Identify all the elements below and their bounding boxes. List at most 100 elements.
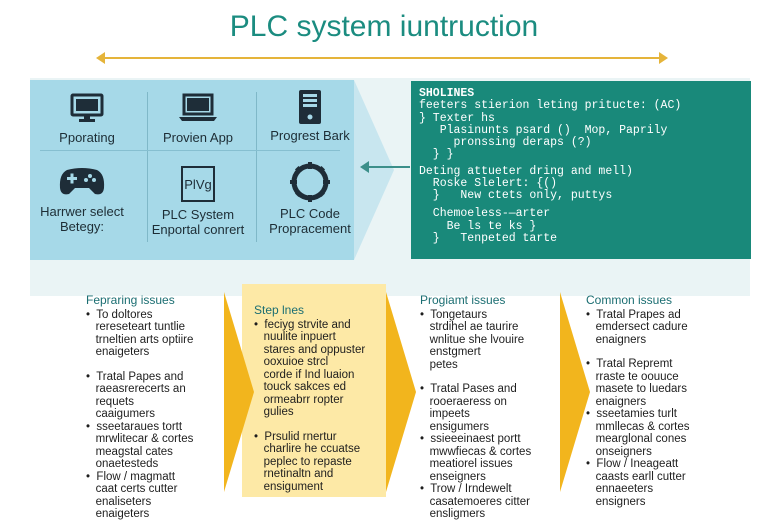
list-item: rraste te oouuce — [586, 370, 679, 383]
list-item: enaigners — [586, 395, 647, 408]
code-line: Be ls te ks } — [419, 220, 537, 233]
column-progiamt-issues: Progiamt issues • Tongetaurs strdihel ae… — [420, 294, 560, 521]
list-item: mwwfiecas & cortes — [420, 445, 532, 458]
span-arrow-line — [100, 57, 664, 59]
tile-divider — [256, 92, 257, 242]
tile-pporating: Pporating — [35, 92, 139, 145]
list-item: • Tratal Repremt — [586, 358, 673, 370]
list-item: • sseetaraues tortt — [86, 420, 183, 433]
list-item: • feciyg strvite and — [254, 318, 351, 331]
list-item: • To doltores — [86, 308, 153, 321]
monitor-icon — [70, 93, 104, 122]
list-item: caaigumers — [86, 408, 156, 420]
list-item: caat certs cutter — [86, 483, 178, 495]
code-line: } } — [419, 148, 454, 161]
code-line: Deting attueter dring and mell) — [419, 165, 633, 178]
column-common-issues: Common issues • Tratal Prapes ad emderse… — [586, 294, 746, 508]
list-item: rooeraeress on — [420, 395, 507, 408]
list-item: impeets — [420, 408, 470, 420]
list-item: • Flow / magmatt — [86, 470, 176, 483]
code-line: } Tenpeted tarte — [419, 232, 558, 245]
list-item: rereseteart tuntlie — [86, 321, 186, 333]
list-item: ormeabrr ropter — [254, 393, 344, 406]
list-item: onseigners — [586, 445, 652, 458]
list-item: • Prsulid rnertur — [254, 430, 337, 443]
column-fepraring-issues: Fepraring issues • To doltores reresetea… — [86, 294, 226, 521]
list-item: caasts earll cutter — [586, 470, 686, 483]
list-item: peplec to repaste — [254, 455, 352, 468]
list-item: gulies — [254, 406, 294, 418]
list-item: enaigners — [586, 333, 647, 346]
code-line: SHOLINES — [419, 87, 475, 100]
list-item: • Tratal Papes and — [86, 370, 184, 383]
list-item: meatiorel issues — [420, 458, 513, 470]
list-item: • Trow / Irndewelt — [420, 483, 512, 495]
span-arrow-right-head — [659, 52, 668, 64]
list-item: stares and oppuster — [254, 343, 366, 356]
list-item: trneltien arts optiire — [86, 333, 194, 346]
list-item: mearglonal cones — [586, 433, 687, 445]
tile-provien-app: Provien App — [146, 92, 250, 145]
tile-label: Pporating — [59, 130, 115, 145]
tile-label: Progrest Bark — [270, 128, 350, 143]
column-heading: Progiamt issues — [420, 293, 506, 307]
chevron-arrow — [560, 292, 590, 492]
chevron-arrow — [224, 292, 254, 492]
column-heading: Step lnes — [254, 303, 305, 317]
list-item: enstgmert — [420, 346, 481, 358]
plc-module-icon: PlVg — [181, 166, 215, 202]
column-heading: Common issues — [586, 293, 673, 307]
list-item: masete to luedars — [586, 383, 687, 395]
diagram-title: PLC system iuntruction — [229, 10, 539, 43]
span-arrow-left-head — [96, 52, 105, 64]
list-item: raeasrerecerts an — [86, 383, 186, 395]
list-item: ennaeeters — [586, 483, 654, 495]
column-heading: Fepraring issues — [86, 293, 175, 307]
list-item: strdihel ae taurire — [420, 321, 519, 333]
list-item: mrwlitecar & cortes — [86, 433, 194, 445]
code-line: Chemoeless-—arter — [419, 207, 551, 220]
list-item: touck sakces ed — [254, 381, 347, 393]
list-item: • Tratal Prapes ad — [586, 308, 681, 321]
list-item: casatemoeres citter — [420, 495, 530, 508]
code-line: pronssing deraps (?) — [419, 136, 592, 149]
list-item: meagstal cates — [86, 445, 173, 458]
list-item: • ssieeeinaest portt — [420, 433, 521, 445]
step-lines-box — [242, 284, 386, 497]
code-line: feeters stierion leting pritucte: (AC) — [419, 99, 682, 112]
list-item: enseigners — [420, 470, 486, 483]
code-line: } New ctets only, puttys — [419, 189, 613, 202]
list-item: ensigumers — [420, 420, 490, 433]
list-item: • Tongetaurs — [420, 308, 488, 321]
list-item: enaigeters — [86, 346, 150, 358]
chevron-arrow — [386, 292, 416, 492]
code-line: } Texter hs — [419, 112, 495, 125]
code-panel: SHOLINES feeters stierion leting prituct… — [411, 81, 751, 259]
list-item: mmllecas & cortes — [586, 420, 690, 433]
code-line: Plasinunts psard () Mop, Paprily — [419, 124, 668, 137]
list-item: rnetinaltn and — [254, 468, 334, 480]
code-connector-head — [360, 161, 369, 173]
list-item: ooxuioe strcl — [254, 356, 329, 368]
laptop-icon — [179, 93, 217, 121]
list-item: ensigument — [254, 480, 324, 493]
list-item: • sseetamies turlt — [586, 408, 677, 420]
gear-ring-icon — [290, 162, 330, 202]
list-item: corde if Ind luaion — [254, 368, 355, 381]
tile-progrest-bark: Progrest Bark — [258, 88, 362, 143]
server-tower-icon — [299, 90, 321, 124]
list-item: enaliseters — [86, 495, 152, 508]
list-item: • Tratal Pases and — [420, 383, 517, 395]
plc-module-label: PlVg — [184, 177, 211, 192]
list-item: petes — [420, 358, 458, 371]
list-item: ensligmers — [420, 508, 486, 520]
tile-divider — [40, 150, 340, 151]
tile-label: Provien App — [162, 130, 234, 145]
list-item: onaetesteds — [86, 458, 159, 470]
column-step-lines: Step lnes • feciyg strvite and nuulite i… — [254, 304, 384, 493]
